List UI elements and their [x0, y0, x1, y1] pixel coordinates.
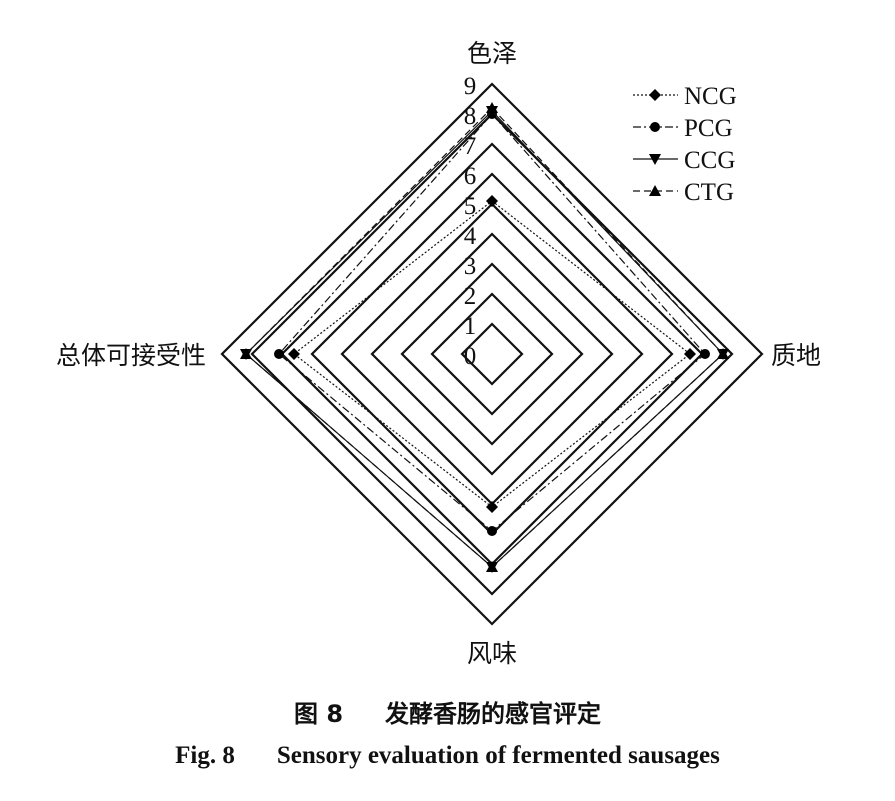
series-CTG — [240, 102, 729, 572]
point-CTG-1 — [717, 348, 729, 359]
radial-tick-labels: 0 1 2 3 4 5 6 7 8 9 — [464, 73, 477, 370]
point-NCG-1 — [684, 348, 696, 360]
legend-marker-CCG — [649, 154, 661, 165]
point-NCG-3 — [288, 348, 300, 360]
tick-label-3: 3 — [464, 253, 477, 280]
point-PCG-1 — [700, 349, 710, 359]
tick-label-8: 8 — [464, 103, 477, 130]
caption-english: Fig. 8 Sensory evaluation of fermented sa… — [0, 742, 895, 770]
grid-ring-3 — [400, 262, 584, 446]
grid-ring-9 — [220, 82, 764, 626]
tick-label-2: 2 — [464, 283, 477, 310]
series-NCG — [288, 195, 696, 513]
caption-en-label: Fig. 8 — [175, 742, 235, 769]
caption-cn-title: 发酵香肠的感官评定 — [385, 700, 602, 728]
grid-ring-4 — [370, 232, 614, 476]
axis-label-3: 总体可接受性 — [56, 341, 206, 370]
point-PCG-2 — [487, 526, 497, 536]
tick-label-7: 7 — [464, 133, 477, 160]
legend-label-NCG: NCG — [684, 83, 737, 110]
legend-item-CCG: CCG — [633, 147, 735, 174]
legend-item-NCG: NCG — [633, 83, 737, 110]
legend-label-PCG: PCG — [684, 115, 733, 142]
series-line-CTG — [245, 107, 724, 568]
series-lines — [240, 102, 729, 573]
point-NCG-2 — [486, 501, 498, 513]
tick-label-0: 0 — [464, 343, 477, 370]
legend-marker-NCG — [649, 89, 661, 101]
series-line-CCG — [245, 110, 724, 568]
tick-label-4: 4 — [464, 223, 477, 250]
series-PCG — [274, 109, 710, 536]
series-CCG — [240, 106, 729, 573]
axis-label-0: 色泽 — [467, 39, 517, 68]
point-CTG-3 — [240, 348, 252, 359]
tick-label-9: 9 — [464, 73, 477, 100]
legend-item-PCG: PCG — [633, 115, 733, 142]
legend-item-CTG: CTG — [633, 179, 734, 206]
caption-en-title: Sensory evaluation of fermented sausages — [276, 742, 720, 769]
legend-marker-CTG — [649, 185, 661, 196]
point-CTG-0 — [486, 102, 498, 113]
tick-label-5: 5 — [464, 193, 477, 220]
tick-label-1: 1 — [464, 313, 477, 340]
grid-ring-8 — [250, 112, 734, 596]
grid-ring-6 — [310, 172, 674, 536]
legend-label-CCG: CCG — [684, 147, 735, 174]
grid-ring-1 — [460, 322, 524, 386]
radar-grid — [220, 82, 764, 626]
grid-ring-2 — [430, 292, 554, 416]
point-NCG-0 — [486, 195, 498, 207]
point-PCG-3 — [274, 349, 284, 359]
axis-label-2: 风味 — [467, 639, 517, 668]
legend-marker-PCG — [650, 122, 660, 132]
caption-chinese: 图 8 发酵香肠的感官评定 — [0, 694, 895, 729]
legend: NCG PCG CCG CTG — [633, 83, 737, 206]
axis-label-1: 质地 — [771, 341, 821, 370]
point-CTG-2 — [486, 561, 498, 572]
caption-cn-label: 图 8 — [293, 700, 344, 728]
tick-label-6: 6 — [464, 163, 477, 190]
legend-label-CTG: CTG — [684, 179, 734, 206]
